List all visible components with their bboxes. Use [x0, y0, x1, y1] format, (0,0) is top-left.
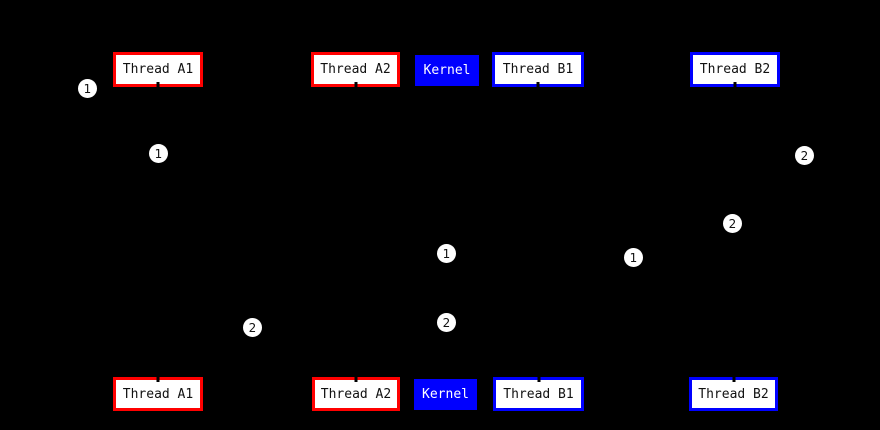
box-label: Kernel — [422, 387, 469, 402]
thread-b1-bottom-box: Thread B1 — [493, 377, 584, 411]
step-badge-2: 2 — [795, 146, 814, 165]
step-badge-1: 1 — [624, 248, 643, 267]
kernel-top-box: Kernel — [415, 55, 479, 86]
thread-b1-top-box: Thread B1 — [492, 52, 584, 87]
lifeline-stub — [536, 82, 540, 87]
box-label: Thread A1 — [122, 386, 194, 402]
box-label: Kernel — [423, 63, 471, 78]
step-badge-1: 1 — [78, 79, 97, 98]
thread-b2-bottom-box: Thread B2 — [689, 377, 778, 411]
box-label: Thread A2 — [320, 62, 391, 77]
lifeline-stub — [537, 377, 540, 382]
lifeline-stub — [156, 377, 160, 382]
box-label: Thread A1 — [122, 62, 194, 77]
box-label: Thread B1 — [502, 62, 574, 77]
step-badge-1: 1 — [149, 144, 168, 163]
thread-a2-bottom-box: Thread A2 — [312, 377, 400, 411]
thread-a1-top-box: Thread A1 — [113, 52, 203, 87]
box-label: Thread B2 — [698, 386, 769, 402]
step-badge-2: 2 — [437, 313, 456, 332]
lifeline-stub — [733, 82, 737, 87]
thread-b2-top-box: Thread B2 — [690, 52, 780, 87]
box-label: Thread A2 — [320, 386, 392, 402]
step-badge-1: 1 — [437, 244, 456, 263]
box-label: Thread B1 — [503, 386, 574, 402]
thread-a1-bottom-box: Thread A1 — [113, 377, 203, 411]
box-label: Thread B2 — [699, 62, 771, 77]
thread-a2-top-box: Thread A2 — [311, 52, 400, 87]
lifeline-stub — [354, 377, 358, 382]
lifeline-stub — [732, 377, 735, 382]
kernel-bottom-box: Kernel — [414, 379, 477, 410]
lifeline-stub — [354, 82, 357, 87]
step-badge-2: 2 — [243, 318, 262, 337]
lifeline-stub — [156, 82, 160, 87]
step-badge-2: 2 — [723, 214, 742, 233]
